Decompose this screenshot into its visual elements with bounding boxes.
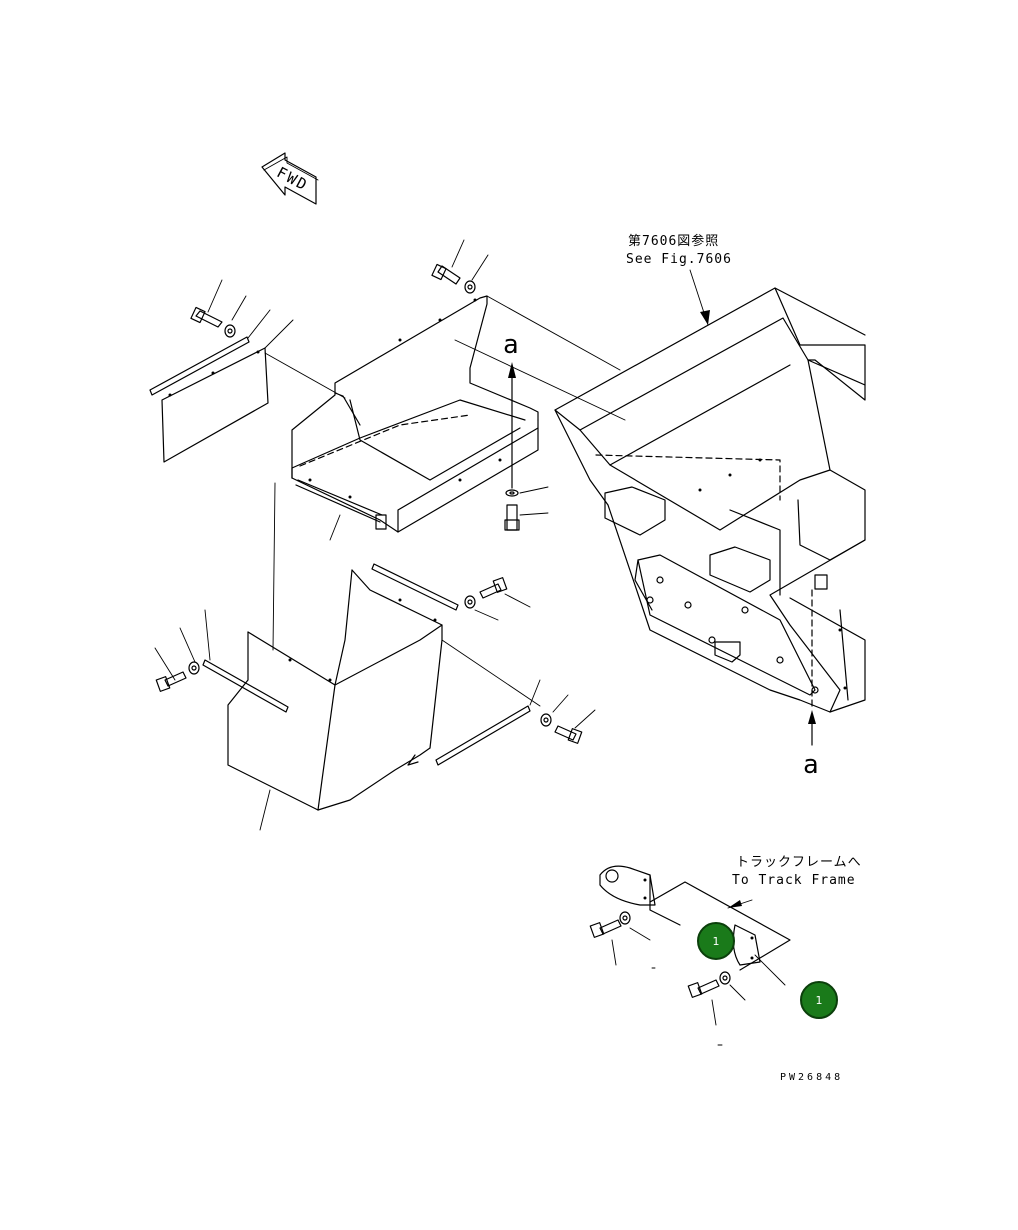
bolt-upper-center xyxy=(431,263,476,294)
track-frame-english: To Track Frame xyxy=(732,873,856,888)
center-bracket-upper xyxy=(291,295,539,533)
bolt-upper-left xyxy=(190,306,236,338)
track-frame-bracket xyxy=(599,865,791,971)
track-frame-japanese: トラックフレームへ xyxy=(736,855,862,870)
bolt-track-upper xyxy=(589,911,631,938)
bolt-lower-right xyxy=(540,713,583,744)
bolt-lower-left xyxy=(155,661,200,692)
callout-badge-1[interactable]: 1 xyxy=(697,922,735,960)
flap-strip-upper xyxy=(149,336,250,396)
bolt-center-vertical xyxy=(504,504,520,531)
lower-cover-plate xyxy=(227,569,443,811)
see-fig-english: See Fig.7606 xyxy=(626,252,732,267)
flap-plate-upper xyxy=(161,347,269,463)
forward-arrow-icon xyxy=(261,152,319,205)
view-arrow-a-bottom xyxy=(808,589,816,746)
lower-strips xyxy=(202,563,531,766)
callout-badge-2[interactable]: 1 xyxy=(800,981,838,1019)
drawing-number: PW26848 xyxy=(780,1072,844,1083)
see-fig-japanese: 第7606図参照 xyxy=(628,234,720,249)
bolt-track-lower xyxy=(687,971,731,998)
view-arrow-a-top xyxy=(508,362,516,489)
main-frame xyxy=(554,287,866,713)
view-marker-a-top: a xyxy=(503,330,519,360)
bolt-lower-center xyxy=(464,577,508,609)
view-marker-a-bottom: a xyxy=(803,750,819,780)
